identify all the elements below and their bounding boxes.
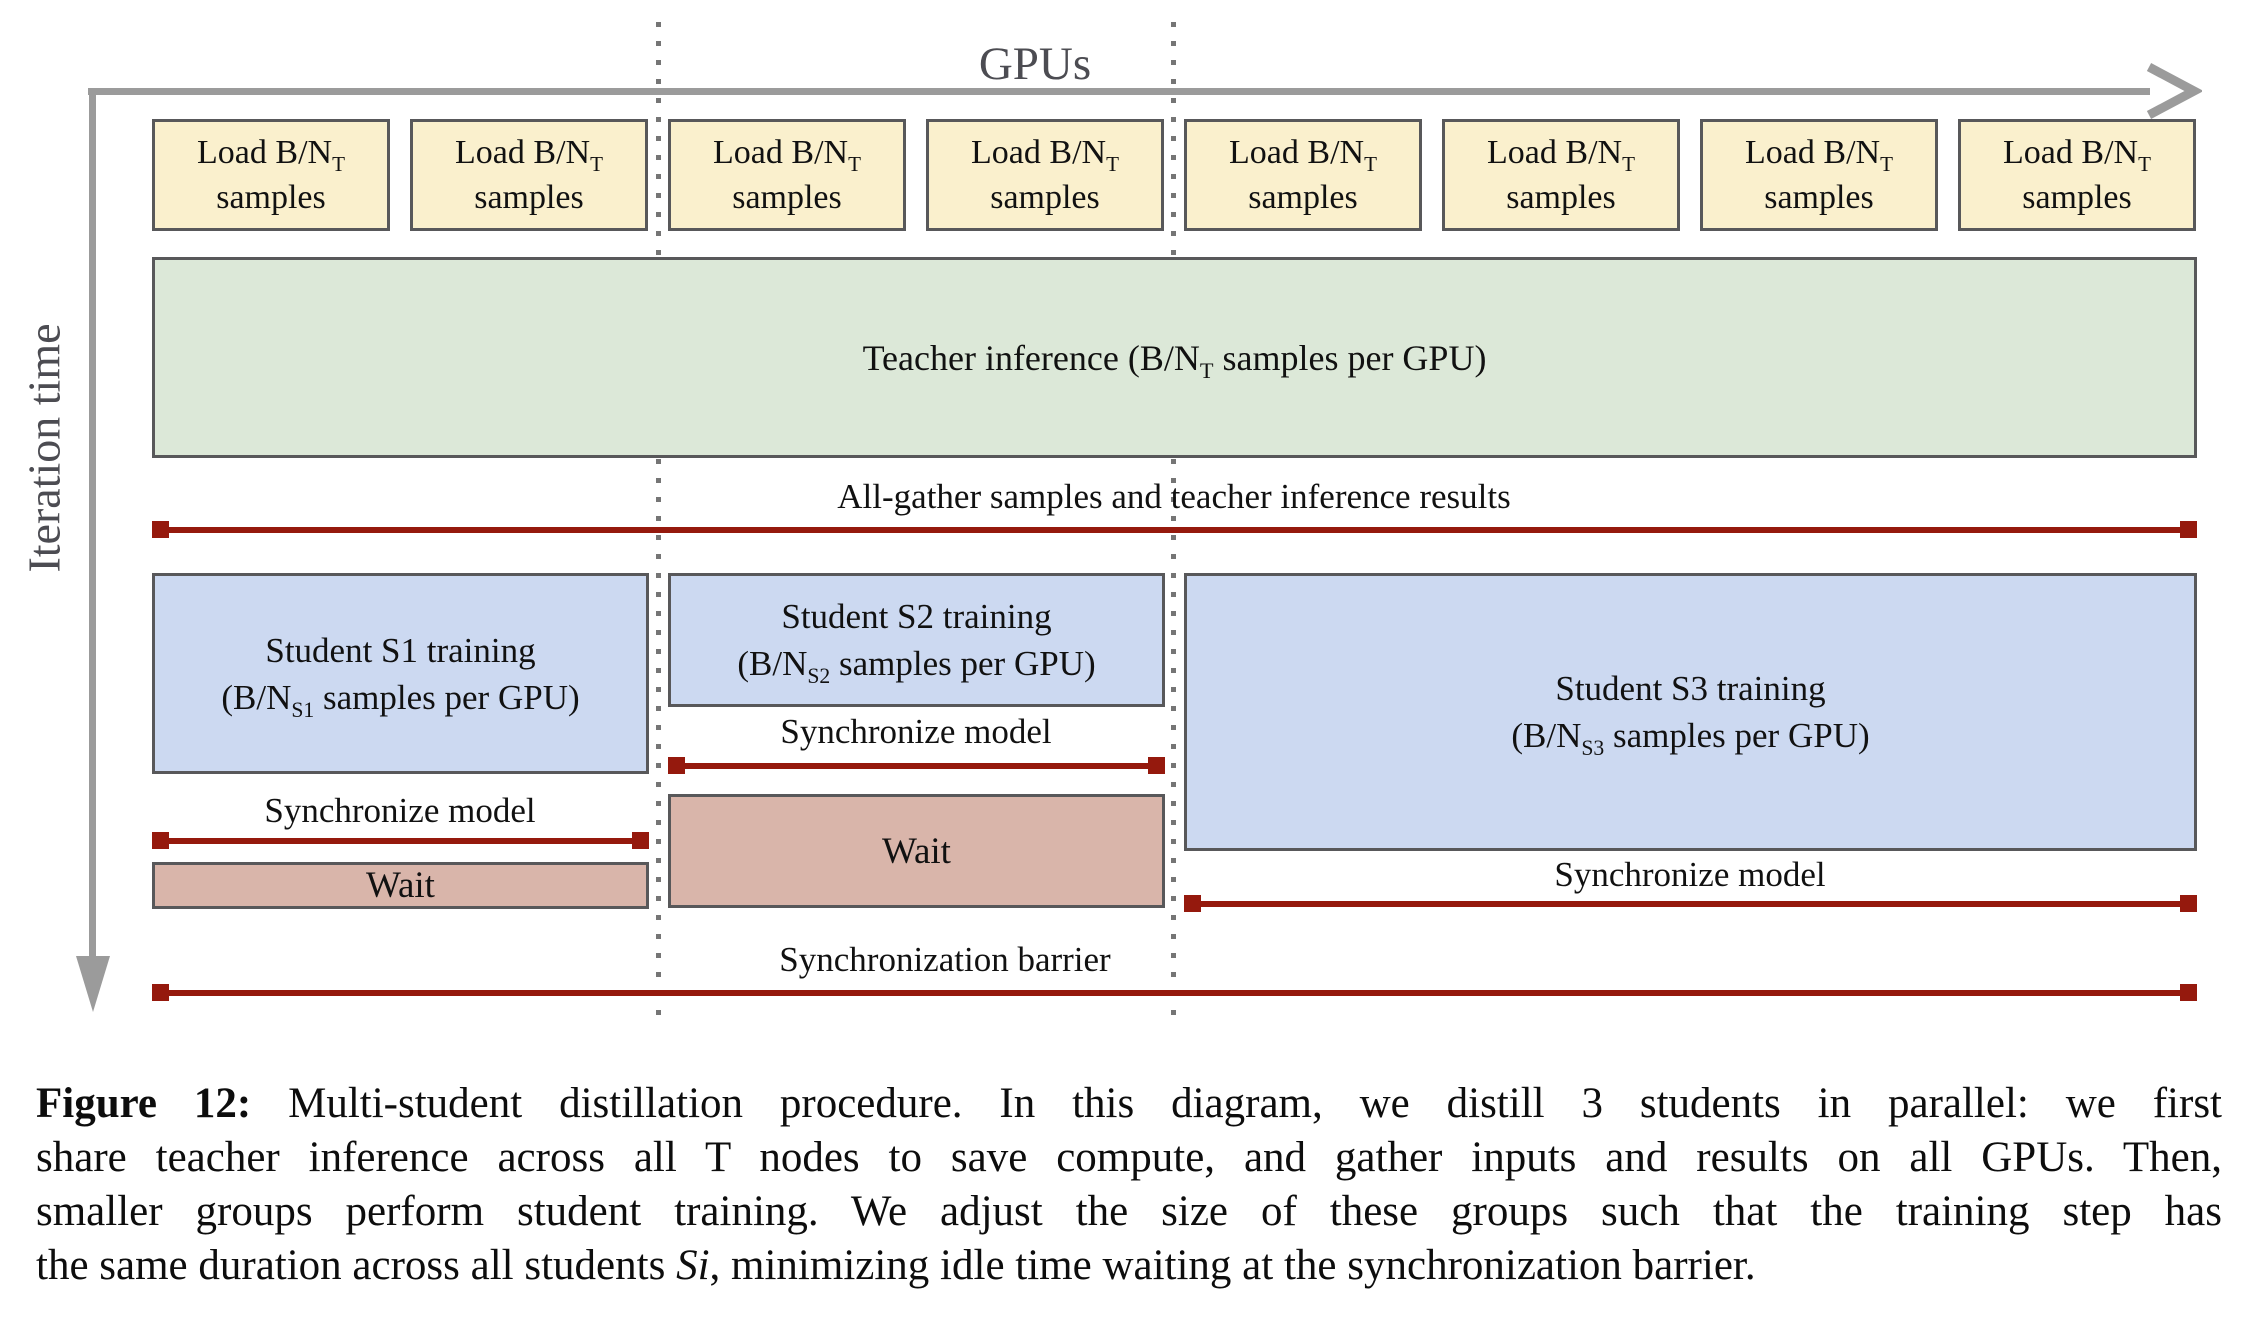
load-samples-label-line1: Load B/NT bbox=[455, 134, 603, 176]
synchronization-barrier-line bbox=[152, 984, 2197, 1001]
gpus-axis-label: GPUs bbox=[978, 38, 1092, 90]
s1-synchronize-label: Synchronize model bbox=[264, 791, 536, 830]
student-s3-label-line1: Student S3 training bbox=[1555, 669, 1826, 708]
s3-synchronize-label: Synchronize model bbox=[1554, 855, 1826, 894]
load-samples-box: Load B/NT samples bbox=[1958, 119, 2196, 231]
s2-wait-box: Wait bbox=[668, 794, 1165, 908]
gpus-axis-arrowhead-icon bbox=[2146, 63, 2202, 119]
s1-wait-label: Wait bbox=[366, 865, 435, 906]
load-samples-label-line1: Load B/NT bbox=[1487, 134, 1635, 176]
load-samples-label-line2: samples bbox=[2022, 179, 2132, 216]
student-s3-label-line2: (B/NS3 samples per GPU) bbox=[1511, 716, 1870, 760]
load-samples-label-line1: Load B/NT bbox=[713, 134, 861, 176]
load-samples-box: Load B/NT samples bbox=[1442, 119, 1680, 231]
caption-line-4: the same duration across all students Si… bbox=[36, 1242, 1756, 1289]
all-gather-label: All-gather samples and teacher inference… bbox=[837, 477, 1511, 516]
all-gather-line bbox=[152, 521, 2197, 538]
student-s1-label-line2: (B/NS1 samples per GPU) bbox=[221, 677, 580, 722]
load-samples-label-line2: samples bbox=[732, 179, 842, 216]
s2-synchronize-label: Synchronize model bbox=[780, 712, 1052, 751]
load-samples-box: Load B/NT samples bbox=[1184, 119, 1422, 231]
time-axis-line bbox=[89, 88, 96, 958]
load-samples-label-line1: Load B/NT bbox=[197, 134, 345, 176]
teacher-inference-label: Teacher inference (B/NT samples per GPU) bbox=[862, 337, 1487, 383]
load-samples-box: Load B/NT samples bbox=[152, 119, 390, 231]
load-samples-label-line1: Load B/NT bbox=[2003, 134, 2151, 176]
load-samples-box: Load B/NT samples bbox=[668, 119, 906, 231]
load-samples-label-line1: Load B/NT bbox=[1745, 134, 1893, 176]
iteration-time-axis-label: Iteration time bbox=[18, 323, 70, 573]
load-samples-label-line2: samples bbox=[1764, 179, 1874, 216]
caption-line-3: smaller groups perform student training.… bbox=[36, 1188, 2222, 1235]
load-samples-box: Load B/NT samples bbox=[926, 119, 1164, 231]
synchronization-barrier-label: Synchronization barrier bbox=[779, 940, 1111, 979]
caption-line-2: share teacher inference across all T nod… bbox=[36, 1134, 2222, 1181]
gpus-axis-line bbox=[88, 88, 2150, 95]
load-samples-label-line2: samples bbox=[1248, 179, 1358, 216]
load-samples-label-line2: samples bbox=[474, 179, 584, 216]
load-samples-label-line2: samples bbox=[216, 179, 326, 216]
s1-wait-box: Wait bbox=[152, 862, 649, 909]
student-s2-box: Student S2 training (B/NS2 samples per G… bbox=[668, 573, 1165, 707]
load-samples-label-line1: Load B/NT bbox=[971, 134, 1119, 176]
student-s1-box: Student S1 training (B/NS1 samples per G… bbox=[152, 573, 649, 774]
load-samples-box: Load B/NT samples bbox=[1700, 119, 1938, 231]
student-s1-label-line1: Student S1 training bbox=[265, 630, 536, 670]
caption-line-1: Figure 12: Multi-student distillation pr… bbox=[36, 1080, 2223, 1127]
s2-wait-label: Wait bbox=[882, 830, 951, 872]
student-s2-label-line1: Student S2 training bbox=[781, 597, 1052, 636]
s1-synchronize-line bbox=[152, 832, 649, 849]
student-s2-label-line2: (B/NS2 samples per GPU) bbox=[737, 644, 1096, 688]
time-axis-arrowhead-icon bbox=[76, 956, 110, 1012]
gpu-group-separator-2 bbox=[1171, 22, 1176, 1016]
gpu-group-separator-1 bbox=[656, 22, 661, 1016]
load-samples-label-line2: samples bbox=[990, 179, 1100, 216]
load-samples-label-line1: Load B/NT bbox=[1229, 134, 1377, 176]
s2-synchronize-line bbox=[668, 757, 1165, 774]
s3-synchronize-line bbox=[1184, 895, 2197, 912]
figure-caption: Figure 12: Multi-student distillation pr… bbox=[36, 1077, 2222, 1293]
student-s3-box: Student S3 training (B/NS3 samples per G… bbox=[1184, 573, 2197, 851]
teacher-inference-box: Teacher inference (B/NT samples per GPU) bbox=[152, 257, 2197, 458]
load-samples-label-line2: samples bbox=[1506, 179, 1616, 216]
load-samples-box: Load B/NT samples bbox=[410, 119, 648, 231]
